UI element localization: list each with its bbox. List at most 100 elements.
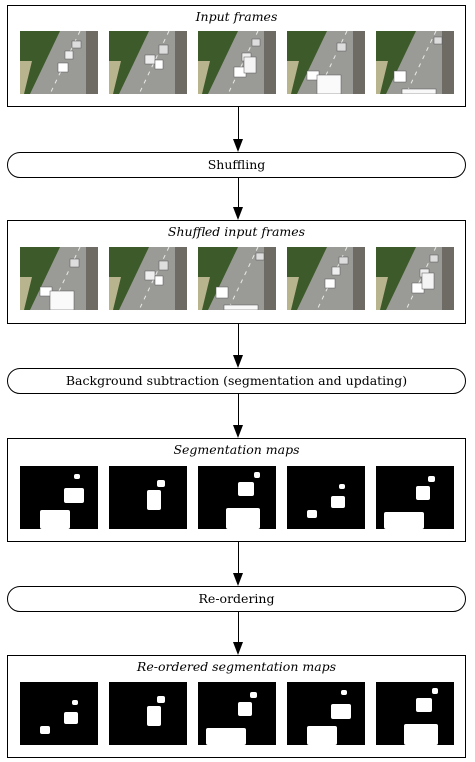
foreground-blob (72, 700, 78, 705)
shuffled-frames-box: Shuffled input frames (7, 220, 466, 324)
traffic-frame-image (287, 247, 365, 310)
vehicle (145, 55, 155, 64)
vehicle (422, 273, 434, 289)
shuffled-frame (376, 247, 454, 310)
vehicle (58, 63, 68, 72)
roadside-barrier (264, 247, 276, 310)
vehicle (325, 279, 335, 288)
vehicle (332, 267, 340, 275)
roadside-barrier (175, 247, 187, 310)
flow-arrow (233, 178, 245, 220)
roadside-barrier (86, 247, 98, 310)
segmentation-mask-image (198, 682, 276, 745)
foreground-blob (307, 726, 337, 745)
traffic-frame-image (198, 247, 276, 310)
vehicle (159, 261, 168, 270)
flow-arrow (233, 107, 245, 152)
vehicle (252, 39, 260, 46)
foreground-blob (428, 476, 435, 482)
reordering-step: Re-ordering (7, 586, 466, 612)
segmentation-mask-image (376, 466, 454, 529)
foreground-blob (331, 496, 345, 508)
segmentation-maps-box: Segmentation maps (7, 438, 466, 542)
reordered-maps-title: Re-ordered segmentation maps (8, 659, 465, 674)
vehicle (155, 60, 163, 69)
foreground-blob (238, 702, 252, 716)
vehicle (339, 257, 348, 264)
segmentation-mask-image (20, 466, 98, 529)
foreground-blob (64, 488, 84, 503)
segmentation-map (198, 466, 276, 529)
roadside-barrier (175, 31, 187, 94)
shuffled-frames-title: Shuffled input frames (8, 224, 465, 239)
roadside-barrier (353, 247, 365, 310)
shuffled-frame (198, 247, 276, 310)
vehicle (70, 259, 79, 267)
input-frame (109, 31, 187, 94)
traffic-frame-image (376, 247, 454, 310)
traffic-frame-image (109, 247, 187, 310)
shuffled-frame (287, 247, 365, 310)
traffic-frame-image (109, 31, 187, 94)
foreground-blob (157, 696, 165, 703)
input-frames-title: Input frames (8, 9, 465, 24)
input-frames-box: Input frames (7, 5, 466, 107)
foreground-blob (147, 490, 161, 510)
traffic-frame-image (287, 31, 365, 94)
flow-arrow (233, 542, 245, 586)
vehicle (155, 276, 163, 285)
foreground-blob (432, 688, 438, 694)
shuffling-step: Shuffling (7, 152, 466, 178)
segmentation-mask-image (287, 682, 365, 745)
flow-arrow (233, 612, 245, 655)
segmentation-mask-image (109, 682, 187, 745)
vehicle (224, 305, 258, 310)
vehicle (337, 43, 346, 51)
segmentation-maps-title: Segmentation maps (8, 442, 465, 457)
roadside-barrier (442, 247, 454, 310)
background-subtraction-step: Background subtraction (segmentation and… (7, 368, 466, 394)
mask-background (287, 466, 365, 529)
foreground-blob (250, 692, 257, 698)
foreground-blob (40, 510, 70, 529)
segmentation-mask-image (198, 466, 276, 529)
foreground-blob (307, 510, 317, 518)
shuffled-frame (20, 247, 98, 310)
foreground-blob (74, 474, 80, 479)
segmentation-mask-image (109, 466, 187, 529)
foreground-blob (416, 486, 430, 500)
vehicle (317, 75, 341, 94)
vehicle (145, 271, 155, 280)
input-frame (198, 31, 276, 94)
foreground-blob (416, 698, 432, 712)
flow-arrow (233, 324, 245, 368)
roadside-barrier (442, 31, 454, 94)
vehicle (159, 45, 168, 54)
vehicle (394, 71, 406, 82)
segmentation-map (20, 466, 98, 529)
foreground-blob (40, 726, 50, 734)
foreground-blob (238, 482, 254, 496)
mask-background (20, 682, 98, 745)
foreground-blob (384, 512, 424, 529)
segmentation-map (287, 466, 365, 529)
input-frame (376, 31, 454, 94)
foreground-blob (64, 712, 78, 724)
flow-arrow (233, 394, 245, 438)
segmentation-mask-image (20, 682, 98, 745)
traffic-frame-image (376, 31, 454, 94)
vehicle (434, 37, 442, 44)
segmentation-map (376, 466, 454, 529)
traffic-frame-image (20, 247, 98, 310)
roadside-barrier (264, 31, 276, 94)
reordered-map (287, 682, 365, 745)
shuffled-frame (109, 247, 187, 310)
vehicle (72, 41, 81, 48)
foreground-blob (157, 480, 165, 487)
input-frame (20, 31, 98, 94)
reordered-map (376, 682, 454, 745)
roadside-barrier (86, 31, 98, 94)
vehicle (50, 291, 74, 310)
segmentation-mask-image (287, 466, 365, 529)
traffic-frame-image (198, 31, 276, 94)
